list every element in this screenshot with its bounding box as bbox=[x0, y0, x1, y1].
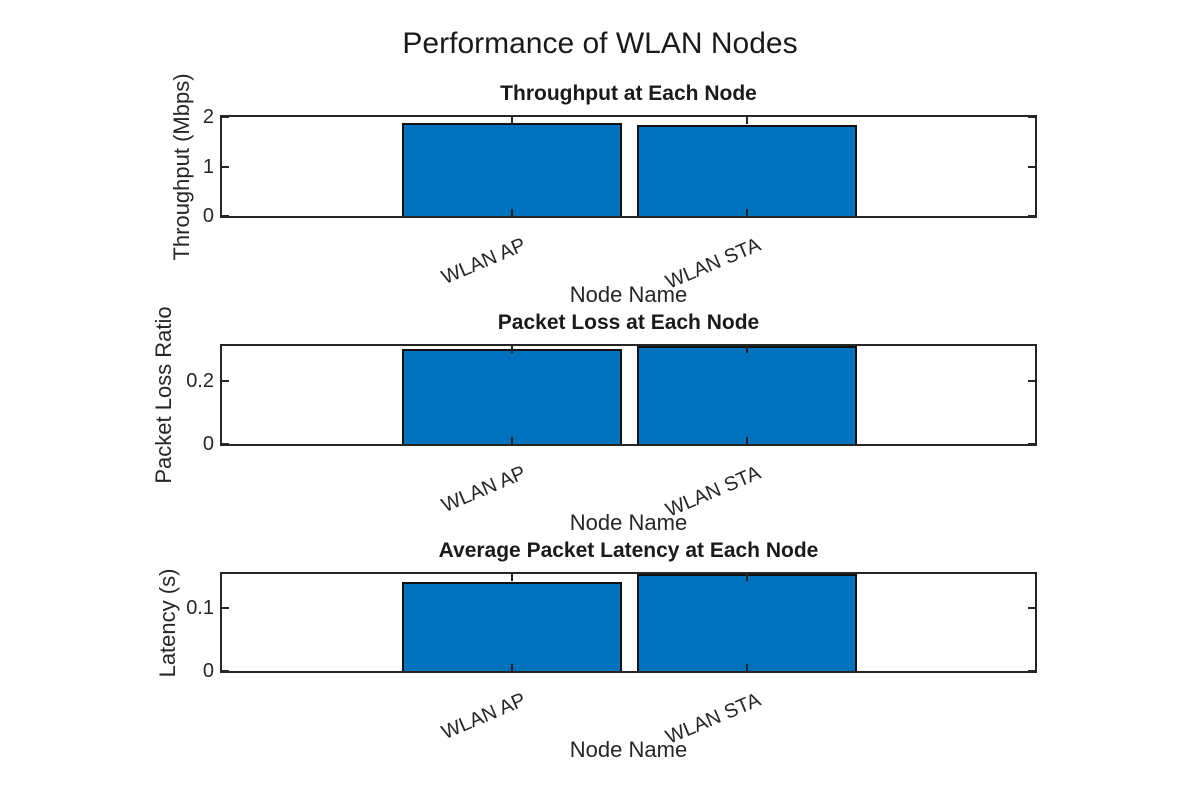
x-tick-bottom bbox=[746, 209, 748, 216]
x-tick-bottom bbox=[511, 209, 513, 216]
axis-frame bbox=[220, 572, 1037, 673]
x-tick-top bbox=[511, 574, 513, 581]
y-tick-left bbox=[222, 670, 229, 672]
y-tick-right bbox=[1028, 165, 1035, 168]
axis-frame bbox=[220, 344, 1037, 446]
x-tick-bottom bbox=[746, 437, 748, 444]
bar-wlan-sta bbox=[637, 346, 857, 444]
x-tick-bottom bbox=[511, 437, 513, 444]
plot-area bbox=[220, 115, 1037, 218]
y-tick-left bbox=[222, 165, 229, 168]
axis-frame bbox=[220, 115, 1037, 218]
y-tick-left bbox=[222, 116, 229, 118]
y-tick-right bbox=[1028, 670, 1035, 672]
y-tick-right bbox=[1028, 215, 1035, 217]
y-axis-label: Latency (s) bbox=[155, 568, 180, 677]
bar-wlan-ap bbox=[402, 123, 622, 216]
x-axis-label: Node Name bbox=[569, 510, 688, 535]
x-tick-top bbox=[511, 346, 513, 353]
x-tick-top bbox=[511, 117, 513, 124]
bar-wlan-sta bbox=[637, 125, 857, 216]
figure-title: Performance of WLAN Nodes bbox=[402, 27, 798, 60]
subplot-title: Packet Loss at Each Node bbox=[497, 311, 760, 334]
y-tick-label: 0 bbox=[202, 433, 214, 455]
x-tick-top bbox=[746, 117, 748, 124]
x-axis-label: Node Name bbox=[569, 737, 688, 762]
subplot-title: Average Packet Latency at Each Node bbox=[438, 539, 819, 562]
y-tick-right bbox=[1028, 607, 1035, 610]
y-tick-label: 2 bbox=[202, 106, 214, 128]
y-tick-right bbox=[1028, 116, 1035, 118]
x-tick-top bbox=[746, 346, 748, 353]
bar-wlan-sta bbox=[637, 574, 857, 671]
y-tick-right bbox=[1028, 443, 1035, 445]
y-tick-label: 0 bbox=[202, 660, 214, 682]
y-tick-label: 0 bbox=[202, 205, 214, 227]
y-tick-label: 0.1 bbox=[186, 597, 214, 620]
y-tick-label: 1 bbox=[202, 155, 214, 178]
x-axis-label: Node Name bbox=[569, 282, 688, 307]
bar-wlan-ap bbox=[402, 582, 622, 671]
y-tick-right bbox=[1028, 379, 1035, 382]
plot-area bbox=[220, 572, 1037, 673]
x-tick-bottom bbox=[511, 664, 513, 671]
x-tick-top bbox=[746, 574, 748, 581]
y-tick-label: 0.2 bbox=[186, 369, 214, 392]
y-tick-left bbox=[222, 607, 229, 610]
y-tick-left bbox=[222, 443, 229, 445]
x-tick-bottom bbox=[746, 664, 748, 671]
plot-area bbox=[220, 344, 1037, 446]
y-tick-left bbox=[222, 215, 229, 217]
subplot-title: Throughput at Each Node bbox=[500, 82, 757, 105]
y-tick-left bbox=[222, 379, 229, 382]
